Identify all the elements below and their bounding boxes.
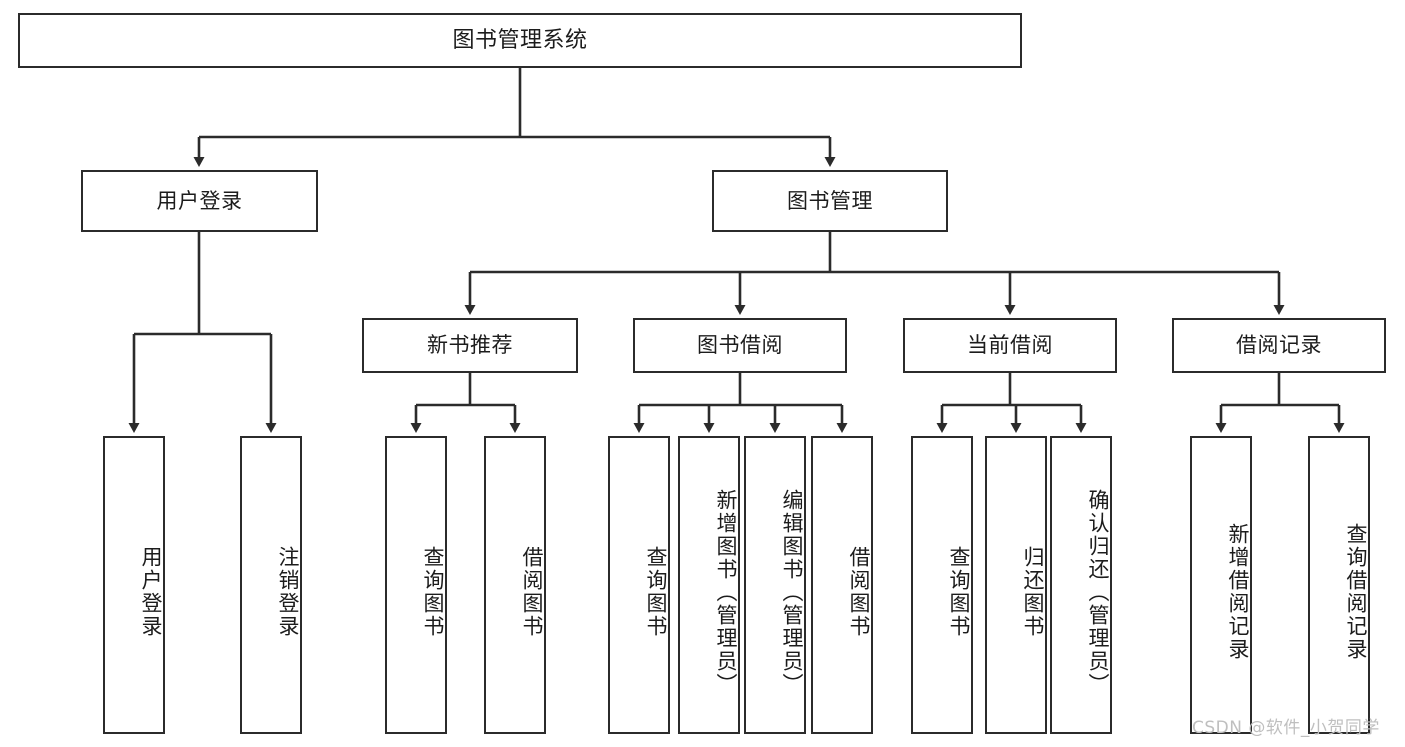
node-label: 借阅记录 [1236,333,1322,358]
node-leaf[interactable]: 归还图书 [985,436,1047,734]
node-label: 图书借阅 [697,333,783,358]
node-root-system[interactable]: 图书管理系统 [18,13,1022,68]
node-leaf[interactable]: 查询图书 [608,436,670,734]
node-label: 图书管理系统 [452,27,588,53]
node-label: 用户登录 [139,546,163,638]
node-leaf[interactable]: 查询借阅记录 [1308,436,1370,734]
node-level3[interactable]: 借阅记录 [1172,318,1386,373]
node-label: 图书管理 [787,188,873,213]
node-label: 借阅图书 [520,546,544,638]
node-label: 新书推荐 [427,333,513,358]
node-label: 注销登录 [276,546,300,638]
node-leaf[interactable]: 新增图书（管理员） [678,436,740,734]
node-level3[interactable]: 图书借阅 [633,318,847,373]
node-label: 新增借阅记录 [1226,523,1250,661]
node-label: 用户登录 [156,188,243,213]
node-leaf[interactable]: 用户登录 [103,436,165,734]
node-level2[interactable]: 用户登录 [81,170,318,232]
node-label: 确认归还（管理员） [1086,488,1110,696]
node-level3[interactable]: 新书推荐 [362,318,578,373]
node-leaf[interactable]: 借阅图书 [484,436,546,734]
node-label: 查询图书 [947,546,971,638]
node-label: 当前借阅 [967,333,1053,358]
node-label: 编辑图书（管理员） [780,488,804,696]
node-level2[interactable]: 图书管理 [712,170,948,232]
node-leaf[interactable]: 编辑图书（管理员） [744,436,806,734]
node-leaf[interactable]: 查询图书 [385,436,447,734]
node-label: 查询图书 [421,546,445,638]
node-leaf[interactable]: 借阅图书 [811,436,873,734]
watermark-text: CSDN @软件_小贺同学 [1192,718,1380,738]
node-leaf[interactable]: 新增借阅记录 [1190,436,1252,734]
node-label: 新增图书（管理员） [714,488,738,696]
node-label: 查询图书 [644,546,668,638]
node-label: 借阅图书 [847,546,871,638]
node-level3[interactable]: 当前借阅 [903,318,1117,373]
node-label: 归还图书 [1021,546,1045,638]
node-leaf[interactable]: 注销登录 [240,436,302,734]
node-leaf[interactable]: 查询图书 [911,436,973,734]
node-leaf[interactable]: 确认归还（管理员） [1050,436,1112,734]
node-label: 查询借阅记录 [1344,523,1368,661]
